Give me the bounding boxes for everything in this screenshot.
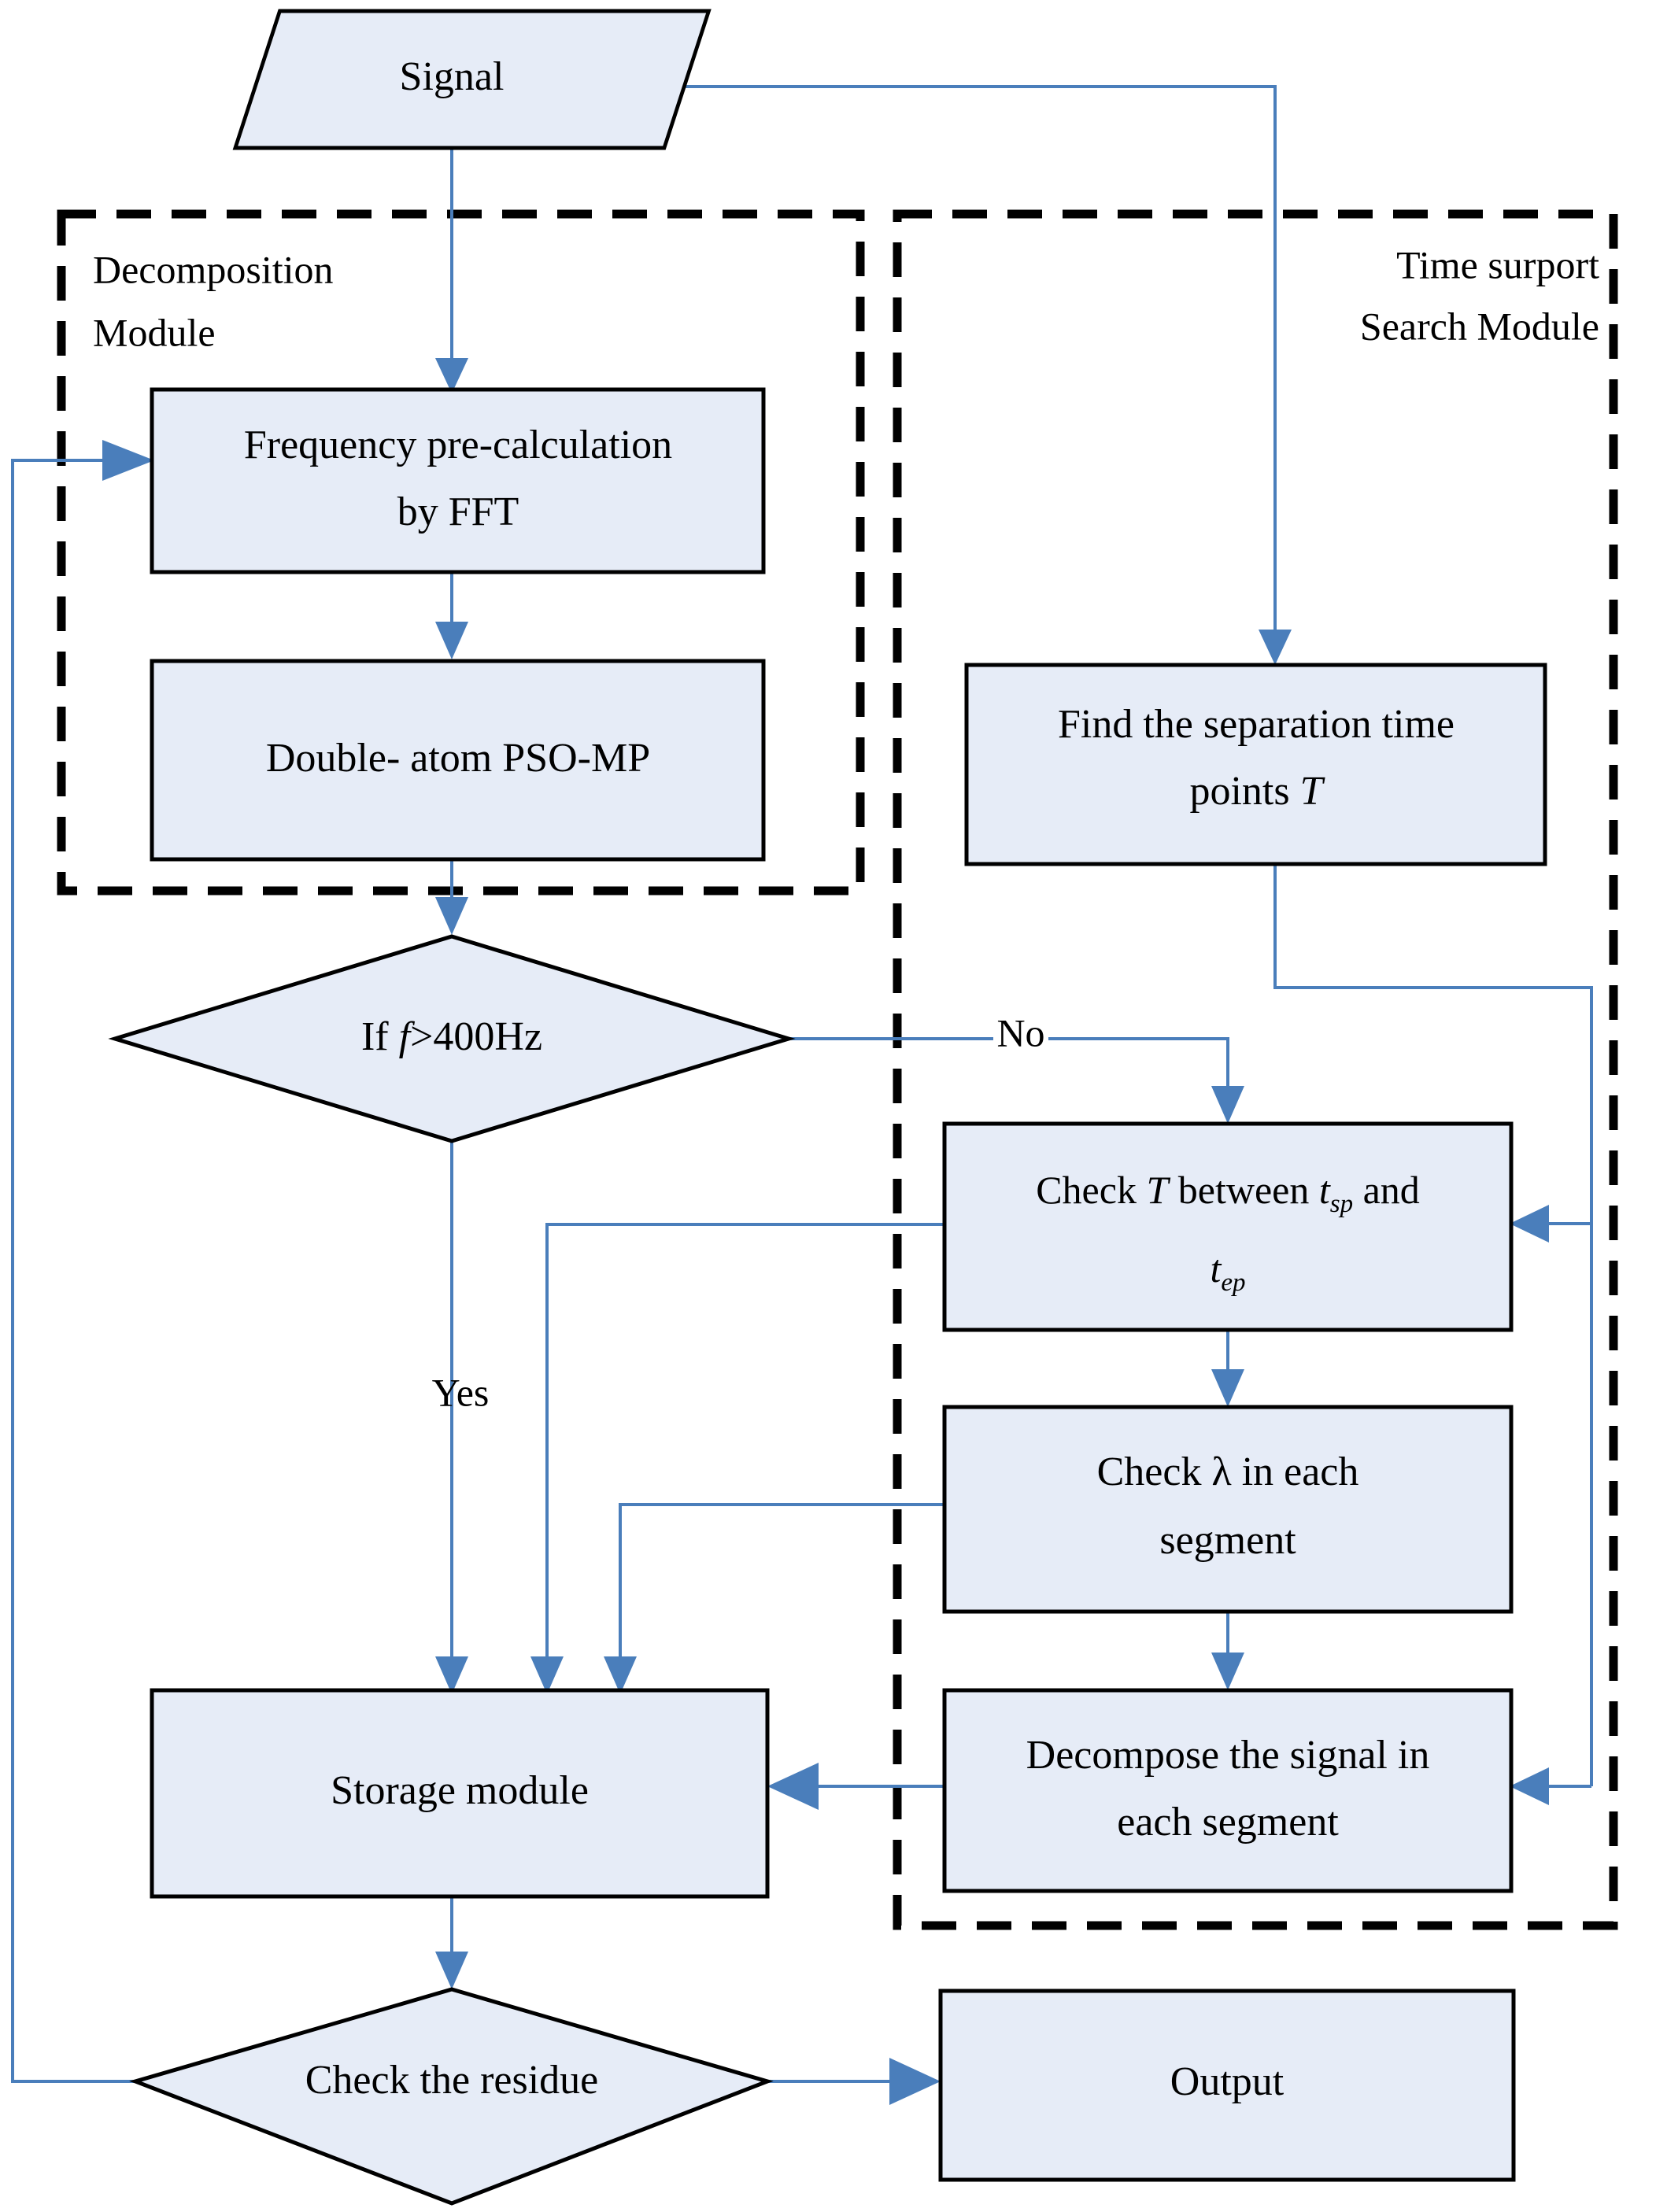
edge-label-no-text: No bbox=[996, 1010, 1044, 1054]
node-checklambda-line2: segment bbox=[1159, 1518, 1296, 1563]
node-checklambda-line1: Check λ in each bbox=[1097, 1449, 1359, 1494]
node-decompose-line2: each segment bbox=[1117, 1800, 1339, 1845]
connector-ifreq-yes-to-storage bbox=[435, 1141, 468, 1694]
node-check-t-between[interactable]: Check T between tsp and tep bbox=[942, 1121, 1514, 1332]
edge-label-yes: Yes bbox=[432, 1370, 490, 1414]
connector-checkt-feedback-to-storage bbox=[530, 1223, 944, 1694]
node-storage-label: Storage module bbox=[331, 1768, 589, 1813]
node-output-label: Output bbox=[1170, 2059, 1285, 2104]
connector-psomp-to-ifreq bbox=[435, 858, 468, 935]
module-label-decomposition-line2: Module bbox=[93, 310, 216, 354]
module-label-decomposition-line1: Decomposition bbox=[93, 247, 334, 291]
connector-checkresidue-feedback-to-fft bbox=[11, 440, 154, 2083]
connector-bus-to-checkt bbox=[1510, 1205, 1591, 1243]
module-box-time-support-search bbox=[893, 209, 1618, 1930]
node-check-lambda-each-segment[interactable]: Check λ in each segment bbox=[942, 1405, 1514, 1614]
connector-signal-to-find-points bbox=[645, 85, 1292, 665]
connector-bus-to-decompose bbox=[1510, 1767, 1591, 1805]
connector-decompose-to-storage bbox=[767, 1763, 944, 1810]
connector-checkresidue-to-output bbox=[767, 2058, 941, 2105]
node-double-atom-pso-mp[interactable]: Double- atom PSO-MP bbox=[150, 659, 766, 862]
module-label-time-support-line1: Time surport bbox=[1396, 242, 1599, 286]
connector-ifreq-no-to-checkt bbox=[789, 1037, 1244, 1124]
module-label-decomposition: Decomposition Module bbox=[93, 247, 334, 354]
node-checkresidue-label: Check the residue bbox=[305, 2058, 599, 2103]
node-findpoints-line1: Find the separation time bbox=[1058, 702, 1455, 747]
node-fft-line2: by FFT bbox=[397, 489, 519, 534]
node-find-separation-time-points[interactable]: Find the separation time points T bbox=[964, 663, 1547, 866]
node-storage-module[interactable]: Storage module bbox=[150, 1688, 770, 1899]
node-checkt-line1: Check T between tsp and bbox=[1036, 1168, 1420, 1217]
node-ifreq-suffix: >400Hz bbox=[410, 1014, 542, 1059]
node-output[interactable]: Output bbox=[938, 1989, 1516, 2182]
node-checkt-l1-sub-base: t bbox=[1319, 1168, 1331, 1212]
module-label-time-support-search: Time surport Search Module bbox=[1360, 242, 1599, 348]
module-box-decomposition bbox=[57, 209, 865, 896]
node-checkt-l1-sub: sp bbox=[1330, 1190, 1353, 1218]
connector-signal-to-fft bbox=[435, 148, 468, 393]
edge-label-yes-text: Yes bbox=[432, 1370, 490, 1414]
node-findpoints-line2-prefix: points bbox=[1189, 769, 1299, 814]
connector-checklambda-to-decompose bbox=[1211, 1612, 1244, 1690]
node-signal[interactable]: Signal bbox=[232, 9, 712, 150]
connector-storage-to-checkresidue bbox=[435, 1898, 468, 1989]
node-decompose-line1: Decompose the signal in bbox=[1026, 1733, 1430, 1778]
edge-label-no: No bbox=[996, 1010, 1044, 1054]
node-frequency-precalculation-fft[interactable]: Frequency pre-calculation by FFT bbox=[150, 387, 766, 574]
node-fft-line1: Frequency pre-calculation bbox=[244, 423, 672, 467]
node-signal-label: Signal bbox=[400, 54, 505, 99]
node-checkt-l1c: and bbox=[1353, 1168, 1420, 1212]
node-checklambda-l1b: in each bbox=[1232, 1449, 1359, 1494]
node-if-frequency-decision[interactable]: If f>400Hz bbox=[108, 934, 796, 1143]
connector-checklambda-feedback-to-storage bbox=[604, 1503, 944, 1694]
node-checklambda-symbol: λ bbox=[1211, 1449, 1231, 1494]
module-label-time-support-line2: Search Module bbox=[1360, 304, 1599, 348]
node-checkt-l1-var: T bbox=[1146, 1168, 1170, 1212]
node-findpoints-line2: points T bbox=[1189, 769, 1325, 814]
node-ifreq-label: If f>400Hz bbox=[361, 1014, 542, 1059]
node-checklambda-l1a: Check bbox=[1097, 1449, 1212, 1494]
node-checkt-line2: tep bbox=[1210, 1246, 1245, 1296]
node-checkt-l2-base: t bbox=[1210, 1246, 1222, 1291]
connector-fft-to-psomp bbox=[435, 571, 468, 659]
node-checkt-l1a: Check bbox=[1036, 1168, 1146, 1212]
node-findpoints-line2-var: T bbox=[1300, 769, 1325, 814]
node-decompose-signal-each-segment[interactable]: Decompose the signal in each segment bbox=[942, 1688, 1514, 1893]
node-checkt-l2-sub: ep bbox=[1221, 1268, 1245, 1297]
node-checkt-l1b: between bbox=[1168, 1168, 1319, 1212]
node-ifreq-prefix: If bbox=[361, 1014, 399, 1059]
connector-findpoints-to-right-bus bbox=[1273, 864, 1593, 1786]
connector-checkt-to-checklambda bbox=[1211, 1330, 1244, 1407]
node-psomp-label: Double- atom PSO-MP bbox=[266, 736, 650, 781]
node-check-the-residue[interactable]: Check the residue bbox=[129, 1987, 774, 2206]
